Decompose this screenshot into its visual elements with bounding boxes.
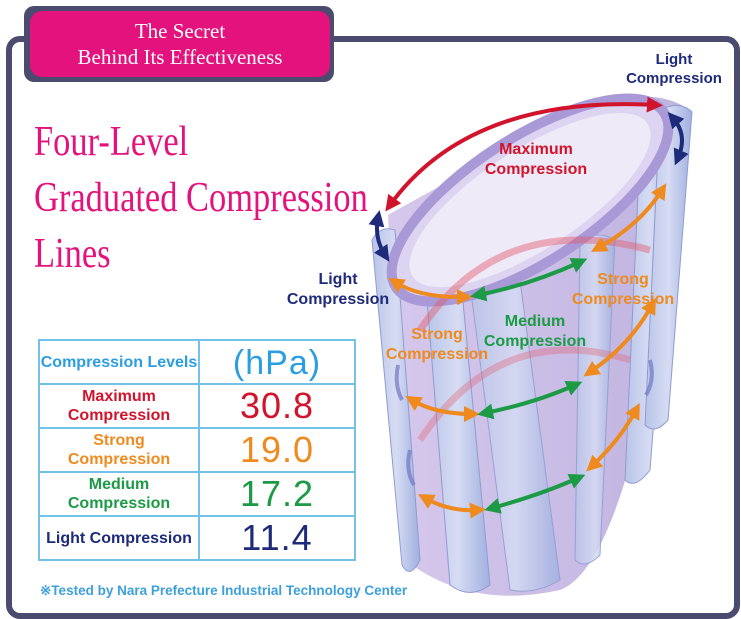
compression-sleeve-illustration [368,93,693,596]
row-label-medium: Medium Compression [38,471,200,517]
label-light-top: Light Compression [626,51,722,87]
label-strong-right: Strong Compression [571,271,675,308]
title-line-2: Graduated Compression [34,175,368,221]
test-note: ※Tested by Nara Prefecture Industrial Te… [40,583,408,598]
row-label-light: Light Compression [38,515,200,561]
table-row: Strong Compression 19.0 [38,427,356,473]
badge-line-2: Behind Its Effectiveness [77,45,283,69]
arrow-strong [418,494,486,519]
arrow-strong [388,277,473,306]
row-value-strong: 19.0 [198,427,356,473]
arrow-medium [484,473,586,514]
label-light-left: Light Compression [286,271,390,308]
compression-levels-table: Compression Levels (hPa) Maximum Compres… [38,339,356,561]
row-value-maximum: 30.8 [198,383,356,429]
header-unit-cell: (hPa) [198,339,356,385]
arrow-strong [590,183,667,252]
arrow-strong [586,402,640,472]
arrow-maximum [385,96,663,212]
arrow-light-side [394,364,404,401]
arrow-light-top [667,111,689,166]
arrow-medium [477,380,583,420]
table-row: Medium Compression 17.2 [38,471,356,517]
badge: The Secret Behind Its Effectiveness [30,11,330,77]
label-maximum: Maximum Compression [484,141,588,178]
row-value-light: 11.4 [198,515,356,561]
arrow-light-side [644,359,654,397]
badge-line-1: The Secret [134,19,226,43]
title-line-3: Lines [34,231,111,277]
page-title: Four-Level Graduated Compression Lines [34,114,368,282]
arrow-light-left [368,210,390,262]
arrow-strong [405,395,480,422]
row-label-strong: Strong Compression [38,427,200,473]
title-line-1: Four-Level [34,119,189,165]
arrow-strong [583,297,656,377]
row-value-medium: 17.2 [198,471,356,517]
arrow-medium [470,258,588,302]
label-strong-left: Strong Compression [385,326,489,363]
arrow-light-side [406,449,416,487]
table-row: Maximum Compression 30.8 [38,383,356,429]
table-row: Light Compression 11.4 [38,515,356,561]
header-label: Compression Levels [38,339,200,385]
label-medium: Medium Compression [483,313,587,350]
header-unit: (hPa) [232,344,322,382]
table-header-row: Compression Levels (hPa) [38,339,356,385]
row-label-maximum: Maximum Compression [38,383,200,429]
